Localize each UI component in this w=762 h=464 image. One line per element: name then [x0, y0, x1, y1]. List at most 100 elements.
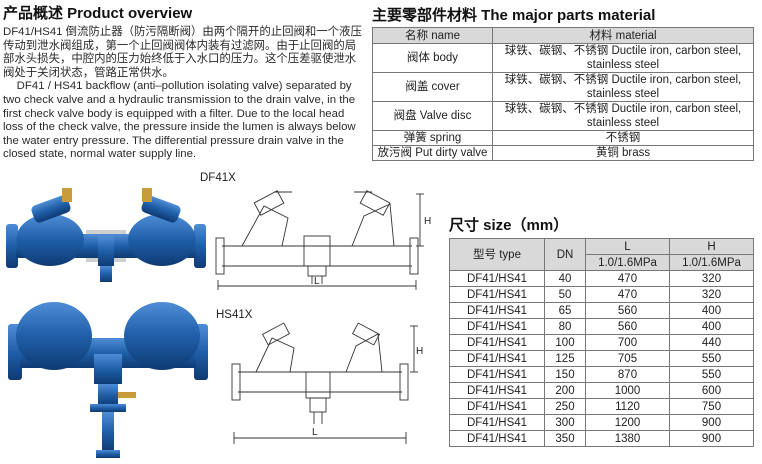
overview-paragraph-en: DF41 / HS41 backflow (anti–pollution iso… — [3, 80, 356, 161]
size-type: DF41/HS41 — [449, 414, 545, 431]
size-h: 400 — [669, 302, 754, 319]
size-dn: 125 — [544, 350, 586, 367]
size-type: DF41/HS41 — [449, 334, 545, 351]
size-header-row: 型号 type DN L H — [449, 238, 754, 271]
material-value: 不锈钢 — [492, 130, 754, 146]
size-l: 560 — [585, 318, 670, 335]
material-value: 黄铜 brass — [492, 145, 754, 161]
size-h: 440 — [669, 334, 754, 351]
size-dn: 300 — [544, 414, 586, 431]
size-dn: 100 — [544, 334, 586, 351]
df41-dim-h: H — [424, 216, 431, 227]
size-h: 550 — [669, 350, 754, 367]
materials-title: 主要零部件材料 The major parts material — [372, 7, 656, 24]
df41-drawing-label: DF41X — [200, 172, 236, 184]
material-part: 放污阀 Put dirty valve — [372, 145, 493, 161]
size-h: 900 — [669, 414, 754, 431]
materials-table: 名称 name 材料 material 阀体 body 球铁、碳钢、不锈钢 Du… — [372, 27, 754, 161]
hs41-dim-l: L — [312, 427, 318, 438]
size-h: 400 — [669, 318, 754, 335]
overview-title: 产品概述 Product overview — [3, 5, 193, 22]
overview-text: DF41/HS41 倒流防止器（防污隔断阀）由两个隔开的止回阀和一个液压传动到泄… — [3, 26, 365, 162]
size-subheader-h: 1.0/1.6MPa — [669, 254, 754, 271]
size-h: 600 — [669, 382, 754, 399]
size-dn: 40 — [544, 270, 586, 287]
materials-header-name: 名称 name — [372, 27, 493, 44]
material-part: 阀盖 cover — [372, 72, 493, 102]
size-l: 700 — [585, 334, 670, 351]
size-l: 705 — [585, 350, 670, 367]
size-h: 750 — [669, 398, 754, 415]
materials-header-row: 名称 name 材料 material — [372, 27, 754, 44]
material-value: 球铁、碳钢、不锈钢 Ductile iron, carbon steel, st… — [492, 72, 754, 102]
size-subheader-row: 1.0/1.6MPa 1.0/1.6MPa — [450, 254, 754, 271]
size-l: 870 — [585, 366, 670, 383]
size-l: 1000 — [585, 382, 670, 399]
table-row: 弹簧 spring 不锈钢 — [372, 130, 754, 146]
size-type: DF41/HS41 — [449, 398, 545, 415]
df41-valve-photo — [6, 188, 206, 282]
table-row: 放污阀 Put dirty valve 黄铜 brass — [372, 145, 754, 161]
overview-paragraph-cn: DF41/HS41 倒流防止器（防污隔断阀）由两个隔开的止回阀和一个液压传动到泄… — [3, 26, 362, 79]
table-row: 阀盘 Valve disc 球铁、碳钢、不锈钢 Ductile iron, ca… — [372, 101, 754, 131]
size-subheader-l: 1.0/1.6MPa — [585, 254, 670, 271]
hs41-drawing-label: HS41X — [216, 309, 253, 321]
size-l: 1120 — [585, 398, 670, 415]
size-dn: 350 — [544, 430, 586, 447]
size-type: DF41/HS41 — [449, 382, 545, 399]
size-header-dn: DN — [544, 238, 586, 271]
table-row: 阀体 body 球铁、碳钢、不锈钢 Ductile iron, carbon s… — [372, 43, 754, 73]
size-l: 1380 — [585, 430, 670, 447]
df41-dim-l: L — [314, 276, 320, 287]
size-dn: 65 — [544, 302, 586, 319]
size-h: 320 — [669, 286, 754, 303]
material-value: 球铁、碳钢、不锈钢 Ductile iron, carbon steel, st… — [492, 101, 754, 131]
material-part: 阀盘 Valve disc — [372, 101, 493, 131]
size-h: 320 — [669, 270, 754, 287]
size-l: 1200 — [585, 414, 670, 431]
size-h: 550 — [669, 366, 754, 383]
hs41-dim-h: H — [416, 346, 423, 357]
size-table: 型号 type DN L H 1.0/1.6MPa 1.0/1.6MPa DF4… — [449, 238, 754, 447]
size-type: DF41/HS41 — [449, 366, 545, 383]
size-type: DF41/HS41 — [449, 350, 545, 367]
size-header-l: L — [585, 238, 670, 255]
size-l: 470 — [585, 286, 670, 303]
material-part: 阀体 body — [372, 43, 493, 73]
size-dn: 250 — [544, 398, 586, 415]
size-type: DF41/HS41 — [449, 286, 545, 303]
materials-header-material: 材料 material — [492, 27, 754, 44]
size-type: DF41/HS41 — [449, 430, 545, 447]
size-l: 560 — [585, 302, 670, 319]
material-value: 球铁、碳钢、不锈钢 Ductile iron, carbon steel, st… — [492, 43, 754, 73]
size-type: DF41/HS41 — [449, 318, 545, 335]
size-title: 尺寸 size（mm） — [449, 217, 569, 234]
size-dn: 150 — [544, 366, 586, 383]
size-header-h: H — [669, 238, 754, 255]
material-part: 弹簧 spring — [372, 130, 493, 146]
df41-technical-drawing: L H — [215, 190, 431, 290]
size-l: 470 — [585, 270, 670, 287]
size-type: DF41/HS41 — [449, 302, 545, 319]
size-h: 900 — [669, 430, 754, 447]
hs41-valve-photo — [8, 302, 208, 458]
size-dn: 80 — [544, 318, 586, 335]
size-dn: 50 — [544, 286, 586, 303]
table-row: 阀盖 cover 球铁、碳钢、不锈钢 Ductile iron, carbon … — [372, 72, 754, 102]
size-dn: 200 — [544, 382, 586, 399]
hs41-technical-drawing: L H — [231, 322, 423, 444]
size-type: DF41/HS41 — [449, 270, 545, 287]
size-header-type: 型号 type — [449, 238, 545, 271]
